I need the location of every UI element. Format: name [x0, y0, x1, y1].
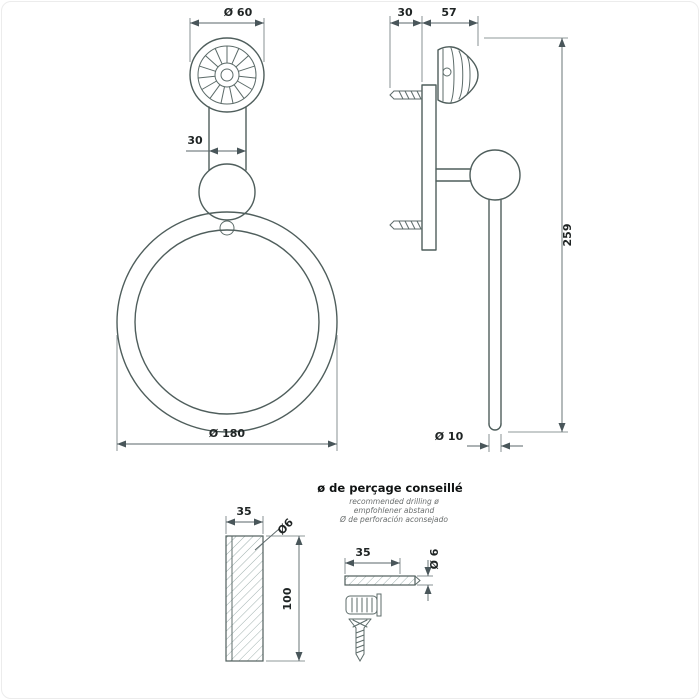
dim-wall-height: 100 — [266, 535, 305, 662]
screw — [348, 618, 372, 663]
ring-edge — [488, 199, 502, 431]
dim-bar-diameter: Ø 10 — [435, 430, 523, 452]
dim-label-wall-height: 100 — [281, 587, 294, 610]
dim-label-hole-diameter: Ø6 — [275, 516, 296, 538]
dim-wall-depth: 35 — [225, 505, 264, 534]
towel-ring — [116, 211, 338, 433]
bracket-stem — [208, 106, 247, 171]
wall-anchor — [389, 90, 423, 100]
dim-label-depth-b: 57 — [441, 6, 456, 19]
dim-label-anchor-length: 35 — [355, 546, 370, 559]
mounting-hub — [198, 163, 256, 221]
dim-total-height: 259 — [484, 37, 574, 433]
dim-anchor-length: 35 — [344, 546, 401, 574]
dim-label-rosette-diameter: Ø 60 — [224, 6, 253, 19]
dim-label-ring-diameter: Ø 180 — [209, 427, 245, 440]
dim-ring-diameter: Ø 180 — [116, 335, 338, 451]
fixing-detail: 35 Ø 6 — [344, 546, 441, 663]
decorative-cap — [437, 46, 479, 104]
drill-note-en: recommended drilling ø — [349, 497, 439, 506]
dim-label-total-height: 259 — [561, 224, 574, 247]
dim-stem-width: 30 — [186, 134, 246, 155]
hub-side — [469, 149, 521, 201]
drill-note: ø de perçage conseillé recommended drill… — [317, 481, 463, 524]
dim-label-wall-depth: 35 — [236, 505, 251, 518]
support-arm — [435, 168, 472, 182]
rosette-petals — [197, 45, 257, 104]
dim-label-depth-a: 30 — [397, 6, 413, 19]
front-view: Ø 60 — [116, 6, 338, 451]
rosette — [189, 37, 265, 113]
dim-hole-diameter: Ø6 — [254, 516, 296, 551]
screw-hole — [219, 220, 235, 236]
drill-note-title: ø de perçage conseillé — [317, 481, 463, 495]
drill-note-de: empfohlener abstand — [354, 506, 435, 515]
wall-plate — [421, 84, 437, 251]
dim-label-bar-diameter: Ø 10 — [435, 430, 464, 443]
dim-anchor-diameter: Ø 6 — [417, 548, 441, 601]
dim-label-stem-width: 30 — [187, 134, 203, 147]
wall-section-detail: 35 Ø6 100 — [225, 505, 305, 662]
anchor-section — [344, 575, 416, 586]
side-view: 30 57 — [389, 6, 574, 452]
wall-anchor — [389, 220, 423, 230]
dim-projection: 30 57 — [389, 6, 479, 88]
drill-note-es: Ø de perforación aconsejado — [339, 515, 448, 524]
dim-rosette-diameter: Ø 60 — [189, 6, 265, 62]
dim-label-anchor-diameter: Ø 6 — [428, 548, 441, 569]
wall-plug — [345, 593, 382, 617]
